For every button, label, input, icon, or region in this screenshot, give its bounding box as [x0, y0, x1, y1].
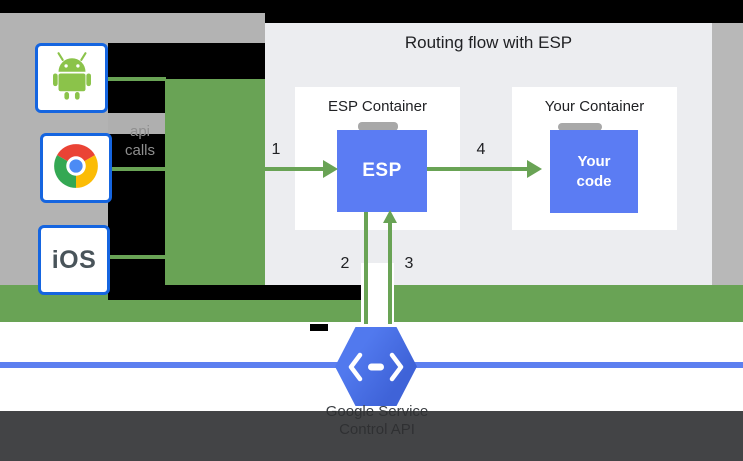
cloud-endpoints-hexagon-icon — [335, 327, 417, 406]
esp-container-label: ESP Container — [328, 98, 427, 115]
step-1-label: 1 — [271, 141, 281, 158]
dark-footer-bar — [0, 411, 743, 461]
green-vertical-bar — [165, 79, 265, 285]
ios-client-box: iOS — [38, 225, 110, 295]
api-calls-label-line1: api — [129, 123, 151, 140]
esp-box: ESP — [337, 130, 427, 212]
code-brackets-icon — [348, 352, 404, 381]
chrome-connector-line — [110, 167, 166, 171]
your-container-label: Your Container — [544, 98, 645, 115]
your-code-label: Your code — [576, 153, 612, 190]
panel-title: Routing flow with ESP — [404, 33, 573, 52]
render-artifact — [310, 324, 328, 331]
arrow-4-head — [527, 160, 542, 178]
render-artifact-pill — [558, 123, 602, 131]
step-3-label: 3 — [404, 255, 414, 272]
chrome-icon — [51, 141, 101, 196]
arrow-2-line — [364, 212, 368, 324]
ios-label: iOS — [51, 245, 97, 274]
android-icon — [45, 49, 99, 108]
top-black-bar-right — [265, 0, 743, 23]
your-code-box: Your code — [550, 130, 638, 213]
step-4-label: 4 — [476, 141, 486, 158]
ios-connector-line — [106, 255, 166, 259]
render-artifact-pill — [358, 122, 398, 131]
arrow-4-line — [427, 167, 527, 171]
esp-box-label: ESP — [362, 160, 402, 181]
right-gray-strip — [712, 23, 743, 285]
arrow-3-line — [388, 222, 392, 324]
android-client-box — [35, 43, 108, 113]
arrow-1-line — [265, 167, 323, 171]
arrow-3-head — [383, 210, 397, 223]
chrome-client-box — [40, 133, 112, 203]
render-artifact-black-notch — [108, 285, 365, 300]
arrow-1-head — [323, 160, 338, 178]
render-artifact-gray-band — [108, 113, 166, 134]
api-calls-label-line2: calls — [124, 142, 155, 159]
step-2-label: 2 — [340, 255, 350, 272]
android-connector-line — [106, 77, 166, 81]
